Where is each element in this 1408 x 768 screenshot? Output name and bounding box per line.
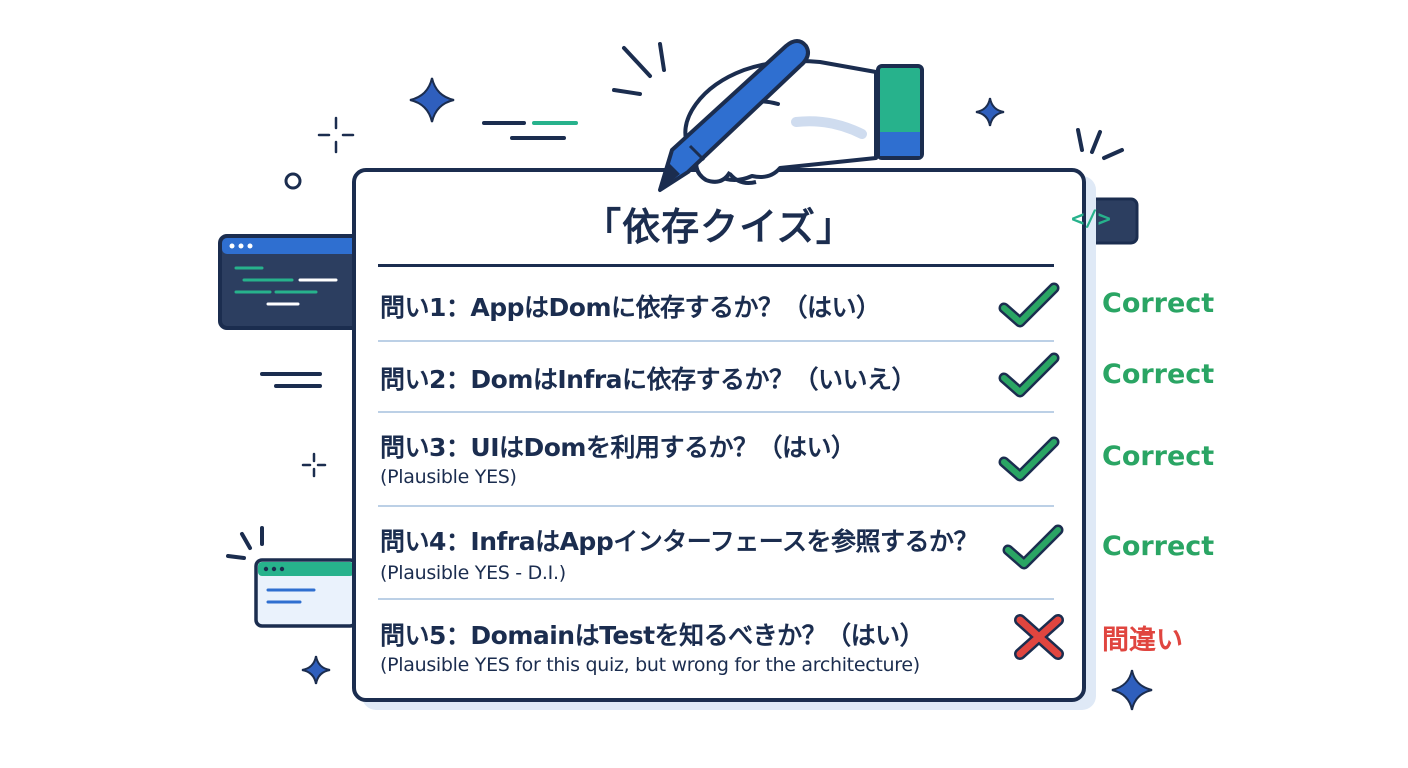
plus-sparkle-icon [317, 116, 355, 154]
sparkle-icon [301, 655, 331, 685]
title-divider [378, 264, 1054, 267]
row-divider [378, 505, 1054, 507]
result-label-5: 間違い [1102, 625, 1183, 656]
browser-window-icon [254, 558, 358, 628]
question-5: 問い5：DomainはTestを知るべきか？（はい） [380, 621, 925, 650]
question-5-note: (Plausible YES for this quiz, but wrong … [380, 654, 920, 676]
question-4-note: (Plausible YES - D.I.) [380, 562, 566, 584]
quiz-title: 「依存クイズ」 [583, 205, 855, 249]
question-4: 問い4：InfraはAppインターフェースを参照するか？ [380, 527, 978, 556]
check-icon [998, 352, 1060, 398]
check-icon [998, 436, 1060, 482]
sparkle-icon [1111, 669, 1153, 711]
row-divider [378, 411, 1054, 413]
row-divider [378, 598, 1054, 600]
result-label-1: Correct [1102, 288, 1215, 319]
quiz-card [352, 168, 1086, 702]
row-divider [378, 340, 1054, 342]
cross-icon [1014, 614, 1064, 660]
question-2: 問い2：DomはInfraに依存するか？（いいえ） [380, 365, 917, 394]
result-label-3: Correct [1102, 441, 1215, 472]
circle-decoration [284, 172, 302, 190]
question-1: 問い1：AppはDomに依存するか？（はい） [380, 293, 881, 322]
pen-icon [658, 39, 810, 192]
question-3-note: (Plausible YES) [380, 466, 517, 488]
check-icon [1002, 524, 1064, 570]
question-3: 問い3：UIはDomを利用するか？（はい） [380, 433, 856, 462]
hand-icon [683, 59, 924, 185]
motion-lines [226, 42, 1124, 560]
sparkle-icon [975, 97, 1005, 127]
result-label-4: Correct [1102, 531, 1215, 562]
code-badge-label: </> [1071, 207, 1111, 232]
check-icon [998, 282, 1060, 328]
sparkle-icon [409, 77, 455, 123]
plus-sparkle-icon [301, 452, 327, 478]
code-window-icon [218, 234, 362, 330]
result-label-2: Correct [1102, 359, 1215, 390]
